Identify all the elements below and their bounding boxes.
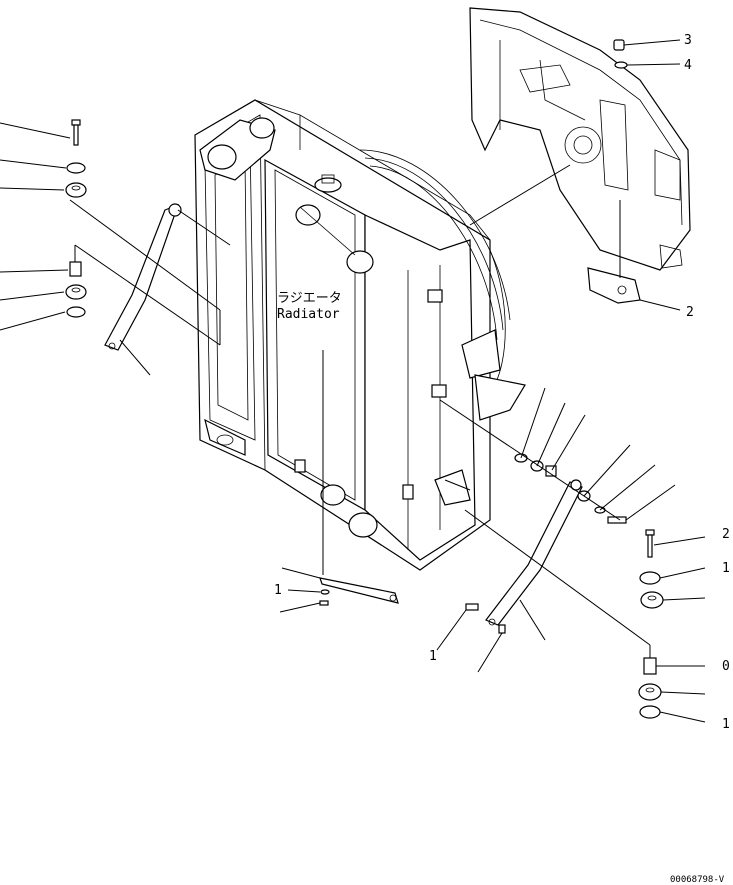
callout-top-3: 3: [684, 33, 692, 48]
washer-left-1: [66, 162, 86, 174]
bolt-left: [71, 119, 81, 146]
callout-lr-1: 1: [722, 561, 730, 576]
washer-lr-3: [638, 683, 662, 701]
radiator-core: [194, 99, 526, 571]
washer-top: [614, 61, 681, 69]
callout-lr-0: 0: [722, 659, 730, 674]
washer-lr-4: [639, 705, 661, 719]
bolt-small-bottom: [319, 600, 329, 606]
washer-lr-1: [639, 571, 661, 585]
washer-left-3: [65, 284, 87, 300]
bolt-top: [613, 39, 681, 51]
bolt-bottom-2: [498, 624, 506, 634]
stay-rod-left: [104, 203, 182, 351]
callout-bottom-left-1: 1: [429, 649, 437, 664]
bracket-plate: [587, 200, 641, 304]
collar-lr: [643, 657, 657, 675]
callout-bottom-1: 1: [274, 583, 282, 598]
callout-right-2: 2: [686, 305, 694, 320]
washer-small-bottom: [320, 589, 330, 595]
collar-left: [69, 261, 82, 277]
radiator-label-en: Radiator: [277, 307, 340, 322]
callout-lr-1b: 1: [722, 717, 730, 732]
stay-rod-right: [485, 479, 583, 626]
callout-lr-2: 2: [722, 527, 730, 542]
radiator-label-jp: ラジエータ: [277, 291, 342, 306]
washer-lr-2: [640, 591, 664, 609]
washer-left-2: [65, 182, 87, 198]
radiator-stay-bar: [319, 577, 399, 604]
drawing-code: 00068798-V: [670, 875, 725, 885]
washer-left-4: [66, 306, 86, 318]
bolt-bottom-1: [465, 603, 479, 611]
callout-top-4: 4: [684, 58, 692, 73]
bolt-lower-right: [645, 529, 655, 558]
support-bracket: [469, 7, 691, 271]
